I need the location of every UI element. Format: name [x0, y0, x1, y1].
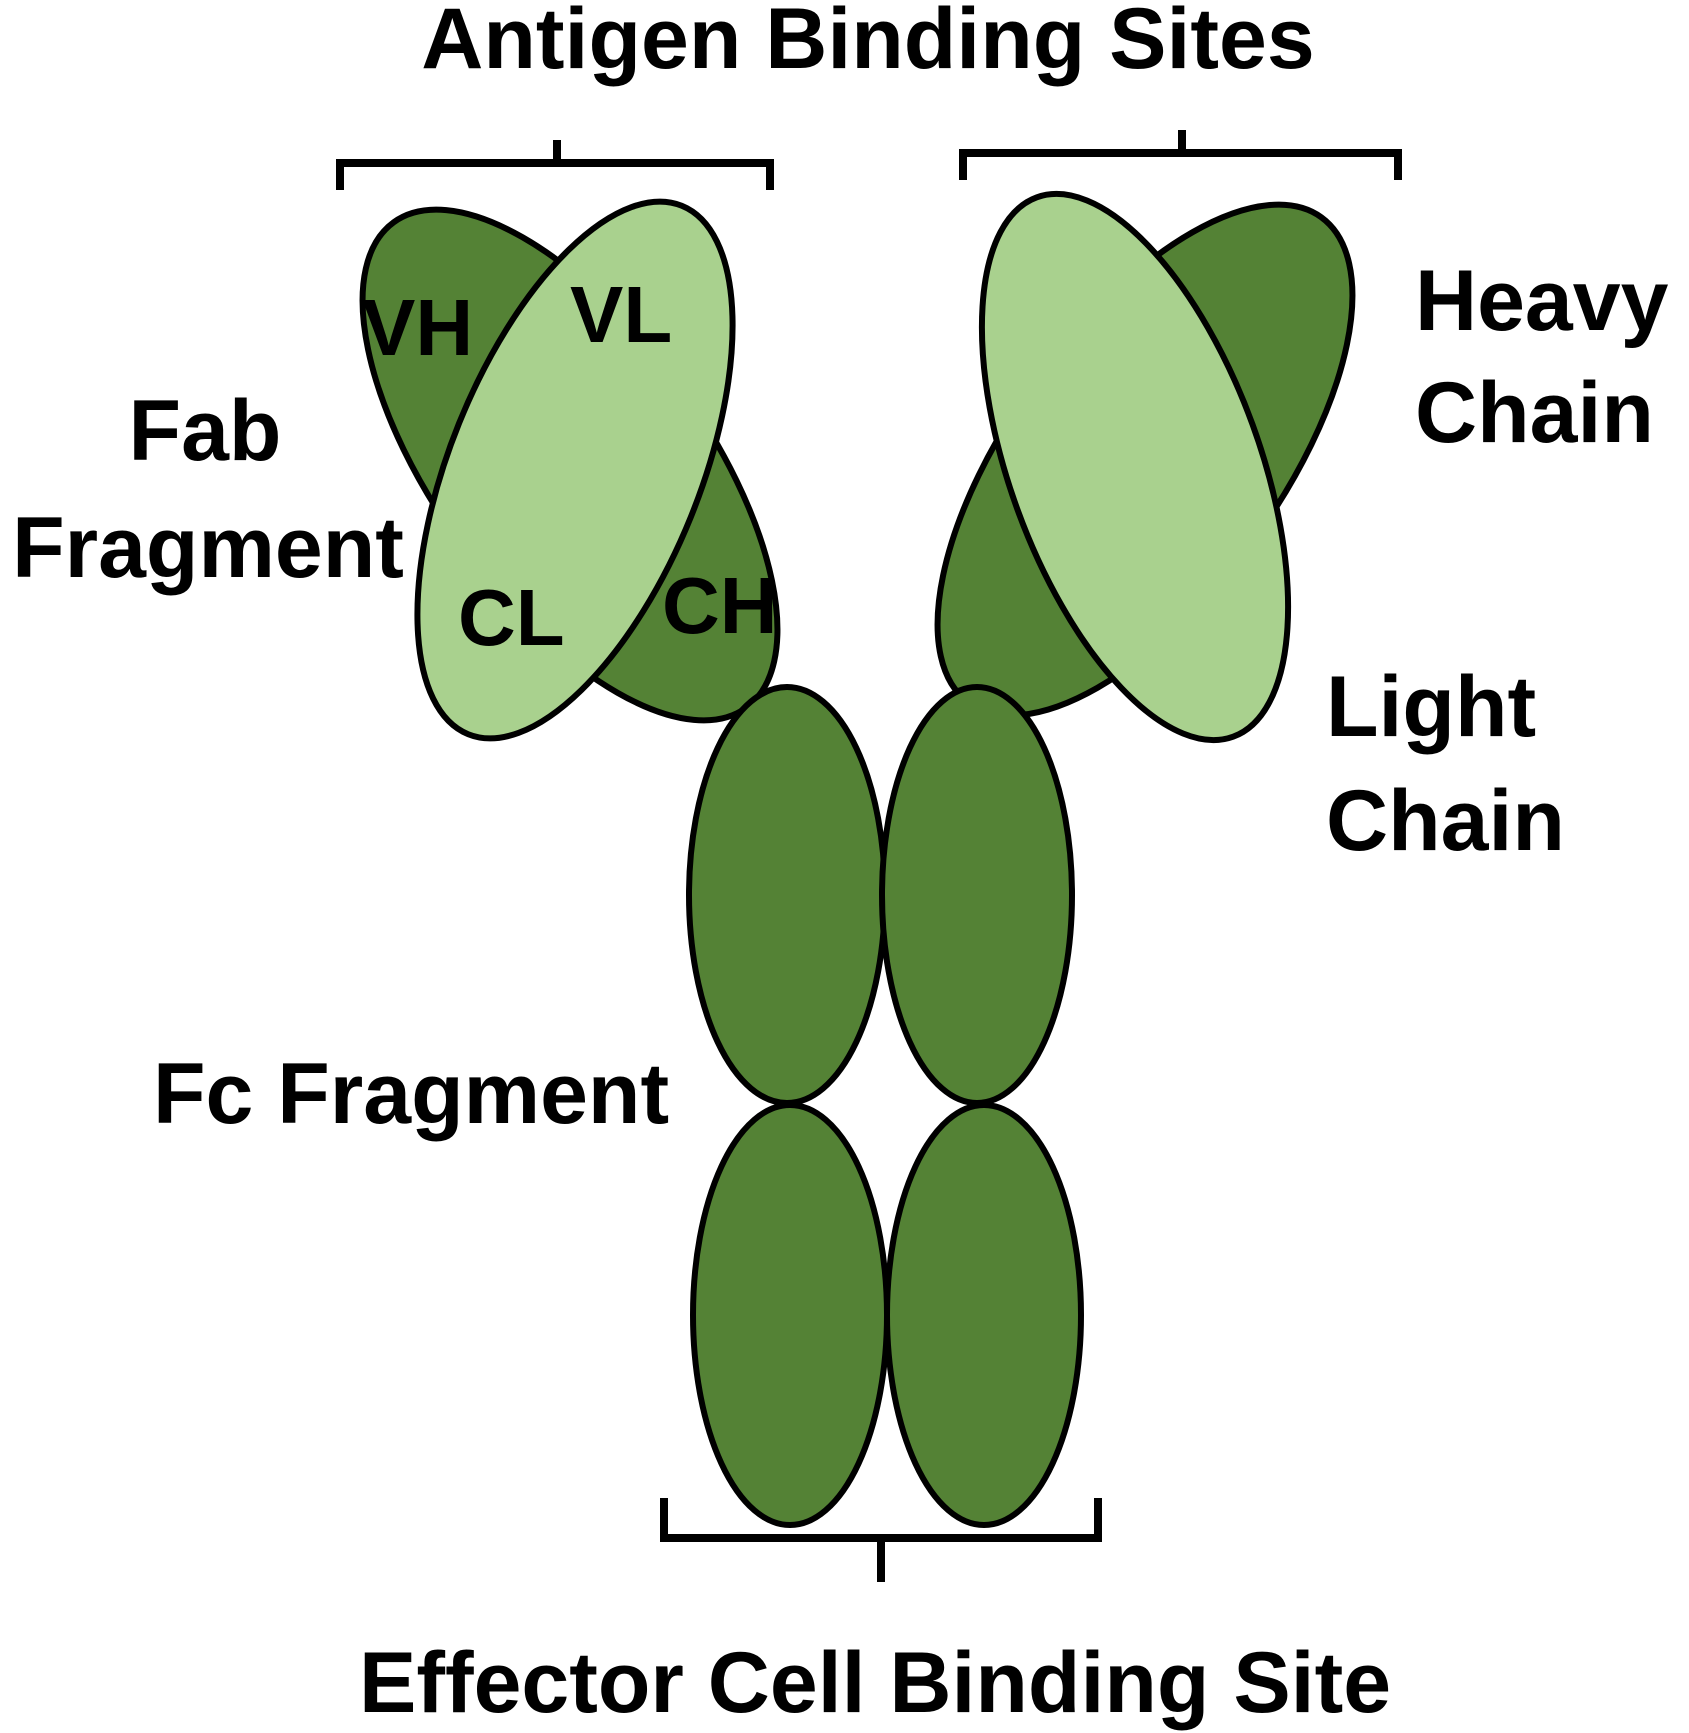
right-light-chain-domain: [978, 190, 1292, 744]
fc-upper-right-domain: [879, 684, 1075, 1106]
heavy-chain-label-line2: Chain: [1415, 365, 1654, 461]
light-chain-label-line1: Light: [1326, 659, 1536, 755]
fc-upper-left-domain: [686, 684, 888, 1106]
fab-fragment-label-line1: Fab: [129, 383, 282, 479]
antigen-binding-bracket-left: [336, 140, 774, 190]
fc-lower-right-domain: [884, 1102, 1084, 1528]
left-light-chain-vl-cl-domain: [414, 198, 736, 742]
domain-label-vl: VL: [570, 270, 672, 359]
domain-label-vh: VH: [362, 283, 473, 372]
effector-binding-bracket: [660, 1498, 1102, 1582]
antigen-binding-bracket-right: [959, 130, 1402, 180]
antigen-binding-sites-label: Antigen Binding Sites: [421, 0, 1314, 87]
domain-label-cl: CL: [458, 573, 565, 662]
fab-fragment-label-line2: Fragment: [12, 500, 404, 596]
domain-label-ch: CH: [662, 561, 778, 650]
fc-lower-left-domain: [690, 1102, 890, 1528]
heavy-chain-label-line1: Heavy: [1415, 253, 1669, 349]
fc-fragment-label: Fc Fragment: [153, 1046, 669, 1142]
light-chain-label-line2: Chain: [1326, 773, 1565, 869]
effector-cell-binding-site-label: Effector Cell Binding Site: [359, 1635, 1391, 1731]
